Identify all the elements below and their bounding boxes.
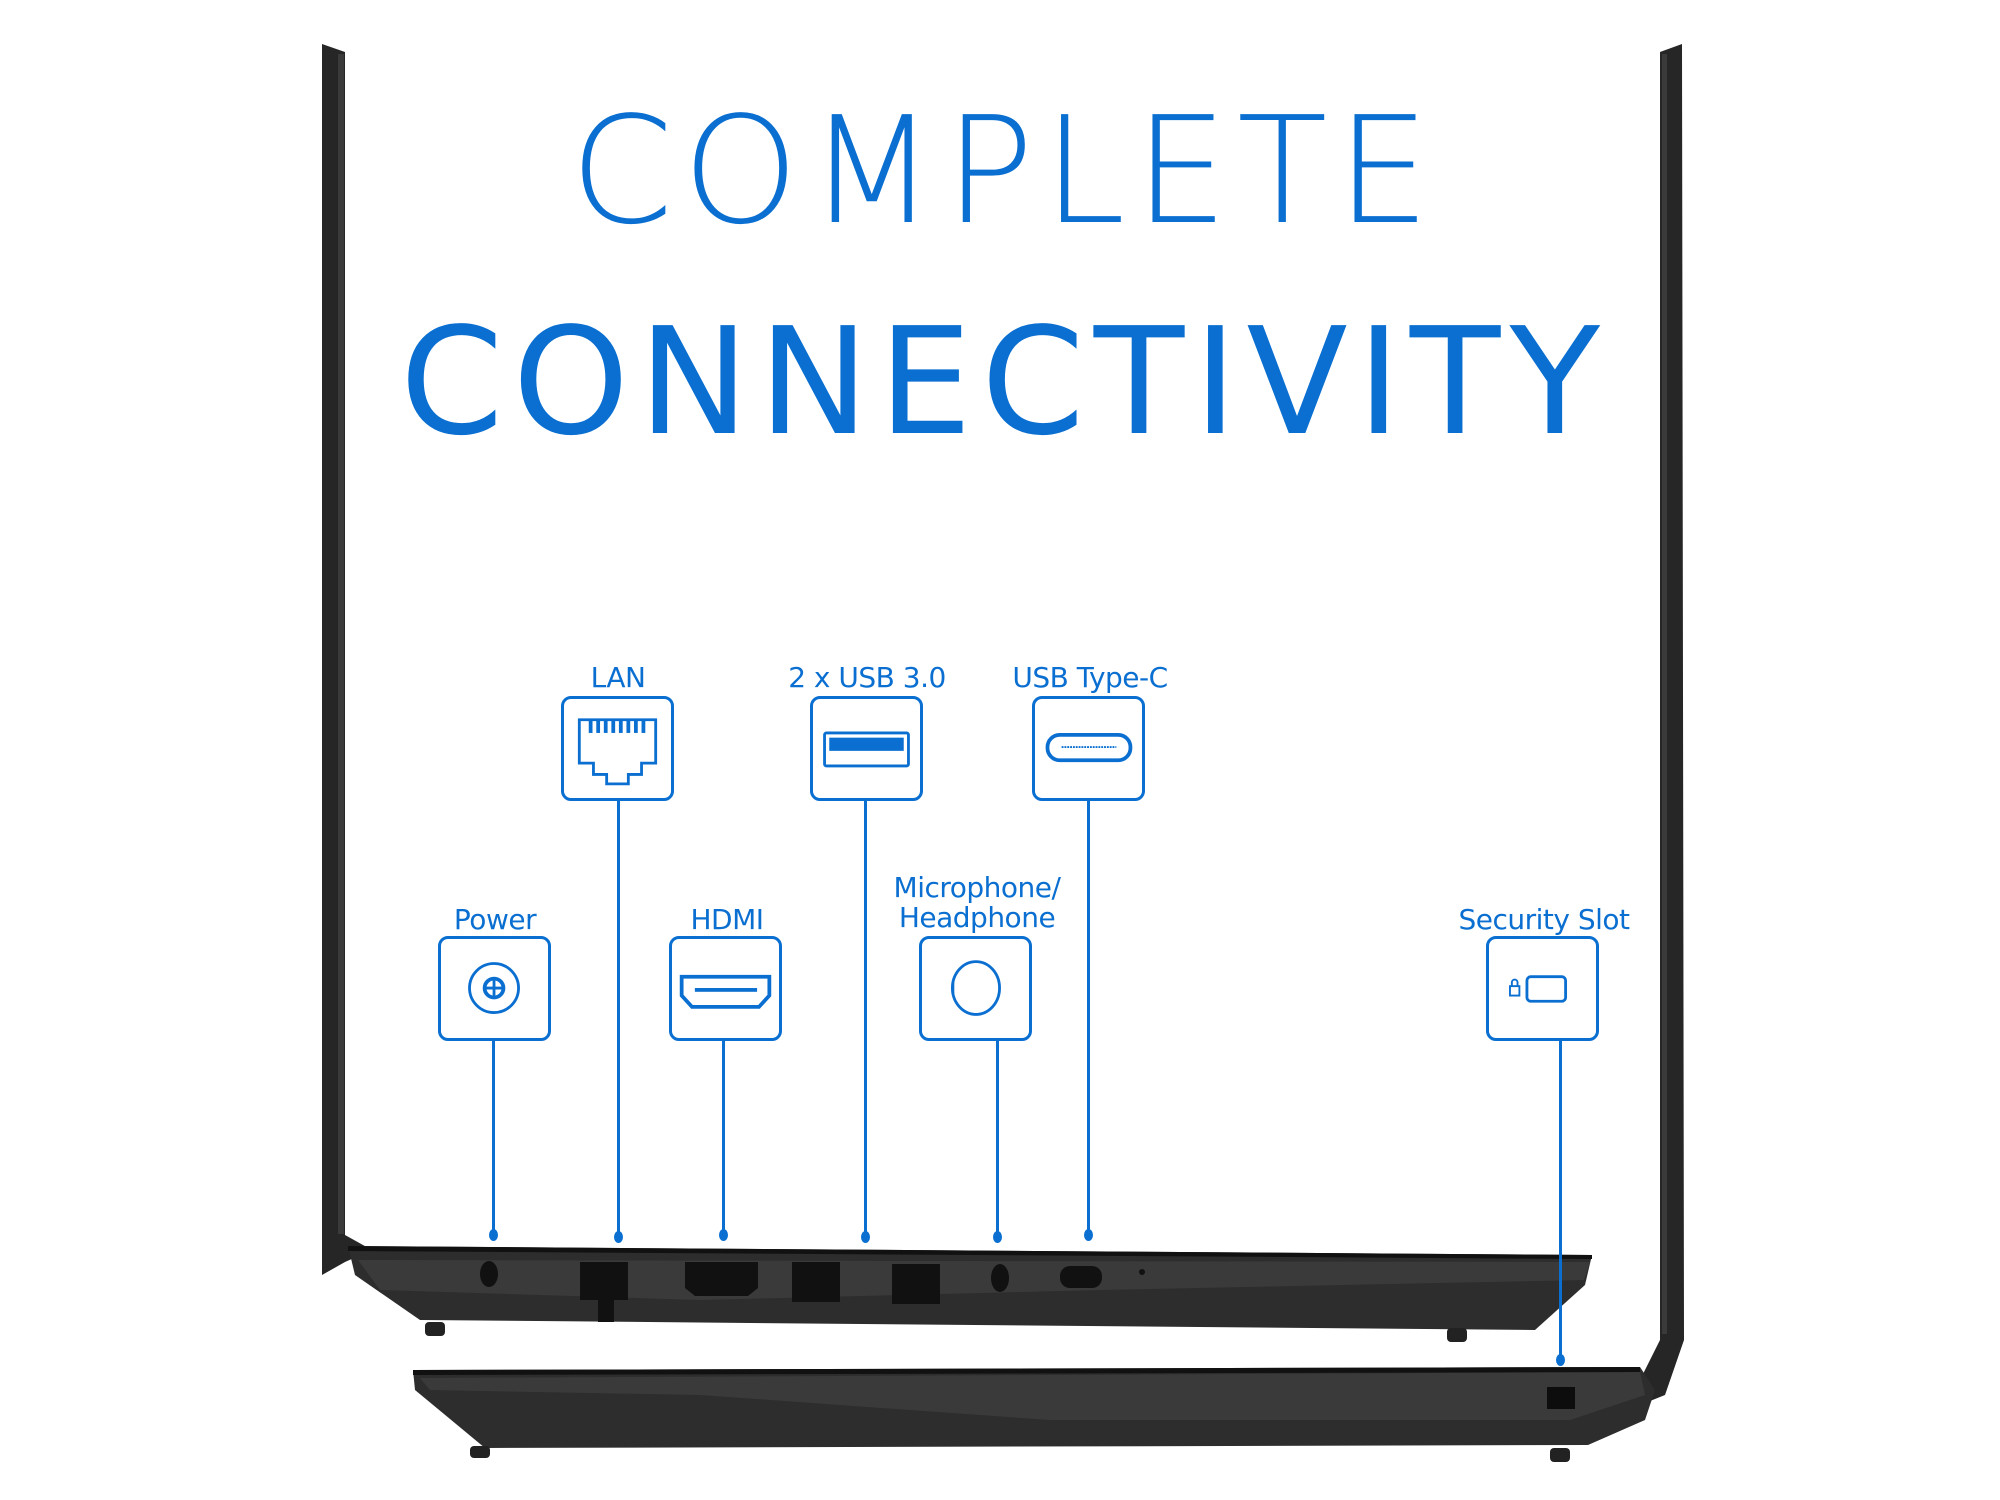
lan-label: LAN	[590, 661, 646, 694]
audio-label: Microphone/ Headphone	[847, 873, 1107, 933]
usb3-leader-line	[864, 801, 867, 1237]
audio-label-line-2: Headphone	[898, 901, 1056, 934]
hdmi-dot	[719, 1229, 728, 1241]
usb-c-port-icon	[1045, 732, 1133, 763]
usb-a-port-icon	[823, 731, 910, 768]
usb3-label: 2 x USB 3.0	[788, 661, 946, 694]
hdmi-port-icon	[679, 974, 772, 1009]
audio-dot	[993, 1231, 1002, 1243]
security-slot	[1547, 1387, 1575, 1409]
headline: COMPLETE CONNECTIVITY	[400, 85, 1601, 468]
ethernet-port-icon	[577, 718, 658, 786]
power-label: Power	[453, 903, 537, 936]
power-jack-icon	[468, 962, 520, 1014]
usb3-dot	[861, 1231, 870, 1243]
power-leader-line	[492, 1041, 495, 1235]
hdmi-leader-line	[722, 1041, 725, 1235]
side-ports	[480, 1261, 1145, 1322]
usbc-label: USB Type-C	[1012, 661, 1168, 694]
audio-callout	[919, 936, 1032, 1041]
security-slot-leader-line	[1559, 1041, 1562, 1360]
lock-slot-icon	[1509, 975, 1568, 1003]
security-slot-callout	[1486, 936, 1599, 1041]
headline-line-1: COMPLETE	[570, 85, 1430, 257]
audio-leader-line	[996, 1041, 999, 1237]
audio-jack-icon	[950, 960, 1001, 1016]
usb3-callout	[810, 696, 923, 801]
security-slot-label: Security Slot	[1458, 903, 1630, 936]
usbc-dot	[1084, 1229, 1093, 1241]
hdmi-label: HDMI	[690, 903, 764, 936]
security-slot-dot	[1556, 1354, 1565, 1366]
audio-label-line-1: Microphone/	[893, 871, 1061, 904]
usbc-callout	[1032, 696, 1145, 801]
hdmi-callout	[669, 936, 782, 1041]
usbc-leader-line	[1087, 801, 1090, 1235]
lan-dot	[614, 1231, 623, 1243]
power-dot	[489, 1229, 498, 1241]
power-callout	[438, 936, 551, 1041]
headline-line-2: CONNECTIVITY	[400, 296, 1601, 468]
lan-callout	[561, 696, 674, 801]
left-lid-bezel	[322, 44, 372, 1275]
lan-leader-line	[617, 801, 620, 1237]
